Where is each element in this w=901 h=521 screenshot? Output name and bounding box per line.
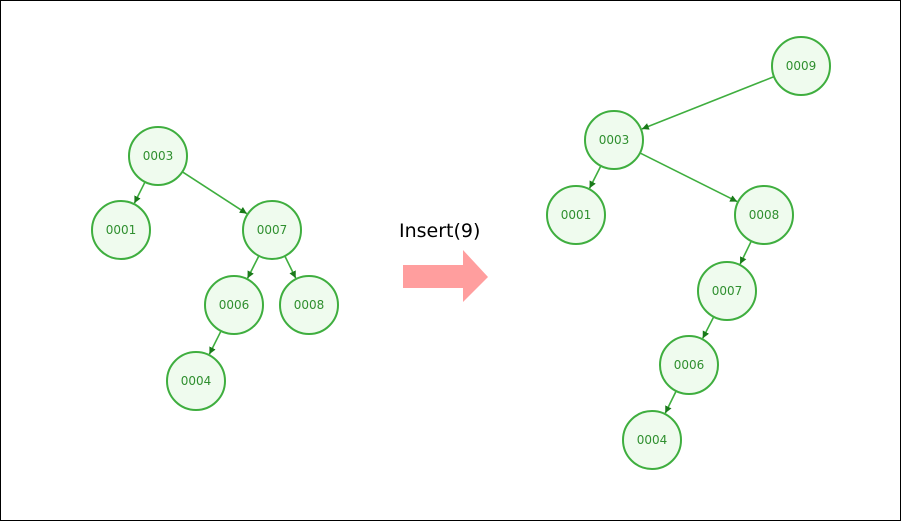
tree-node-after-0008: 0008 [734, 185, 794, 245]
operation-label: Insert(9) [399, 220, 481, 242]
tree-edge-after-4 [701, 316, 715, 339]
node-circle [128, 126, 188, 186]
node-label: 0009 [786, 59, 817, 73]
node-label: 0006 [674, 358, 705, 372]
tree-node-after-0004: 0004 [622, 410, 682, 470]
tree-edge-after-0 [641, 75, 775, 130]
edges-layer [133, 75, 775, 414]
tree-node-after-0001: 0001 [546, 185, 606, 245]
node-circle [546, 185, 606, 245]
node-circle [204, 275, 264, 335]
tree-edge-before-3 [284, 255, 297, 279]
node-circle [166, 351, 226, 411]
node-label: 0004 [637, 433, 668, 447]
node-label: 0001 [106, 223, 137, 237]
tree-edge-after-2 [639, 152, 738, 203]
node-label: 0008 [294, 298, 325, 312]
node-label: 0007 [257, 223, 288, 237]
nodes-layer: 0003 0001 0007 0006 0008 0004 0009 0003 0001 0008… [91, 36, 831, 470]
tree-node-before-0007: 0007 [242, 200, 302, 260]
tree-edge-after-5 [664, 390, 677, 414]
node-circle [771, 36, 831, 96]
node-circle [622, 410, 682, 470]
node-circle [659, 335, 719, 395]
node-circle [584, 110, 644, 170]
node-label: 0007 [712, 284, 743, 298]
node-circle [279, 275, 339, 335]
node-circle [734, 185, 794, 245]
tree-node-after-0006: 0006 [659, 335, 719, 395]
node-circle [242, 200, 302, 260]
tree-node-before-0003: 0003 [128, 126, 188, 186]
node-label: 0004 [181, 374, 212, 388]
tree-edge-before-0 [133, 181, 146, 204]
node-label: 0001 [561, 208, 592, 222]
tree-edge-before-4 [208, 330, 222, 355]
tree-node-before-0006: 0006 [204, 275, 264, 335]
tree-edge-after-3 [739, 240, 753, 265]
tree-node-after-0003: 0003 [584, 110, 644, 170]
node-label: 0008 [749, 208, 780, 222]
node-label: 0003 [599, 133, 630, 147]
tree-node-before-0008: 0008 [279, 275, 339, 335]
tree-node-after-0007: 0007 [697, 261, 757, 321]
transition-arrow-icon [403, 250, 488, 302]
tree-node-before-0001: 0001 [91, 200, 151, 260]
tree-node-after-0009: 0009 [771, 36, 831, 96]
tree-edge-before-2 [246, 255, 260, 279]
node-label: 0003 [143, 149, 174, 163]
tree-node-before-0004: 0004 [166, 351, 226, 411]
node-circle [91, 200, 151, 260]
tree-edge-before-1 [181, 171, 248, 215]
node-label: 0006 [219, 298, 250, 312]
node-circle [697, 261, 757, 321]
tree-edge-after-1 [588, 165, 602, 189]
